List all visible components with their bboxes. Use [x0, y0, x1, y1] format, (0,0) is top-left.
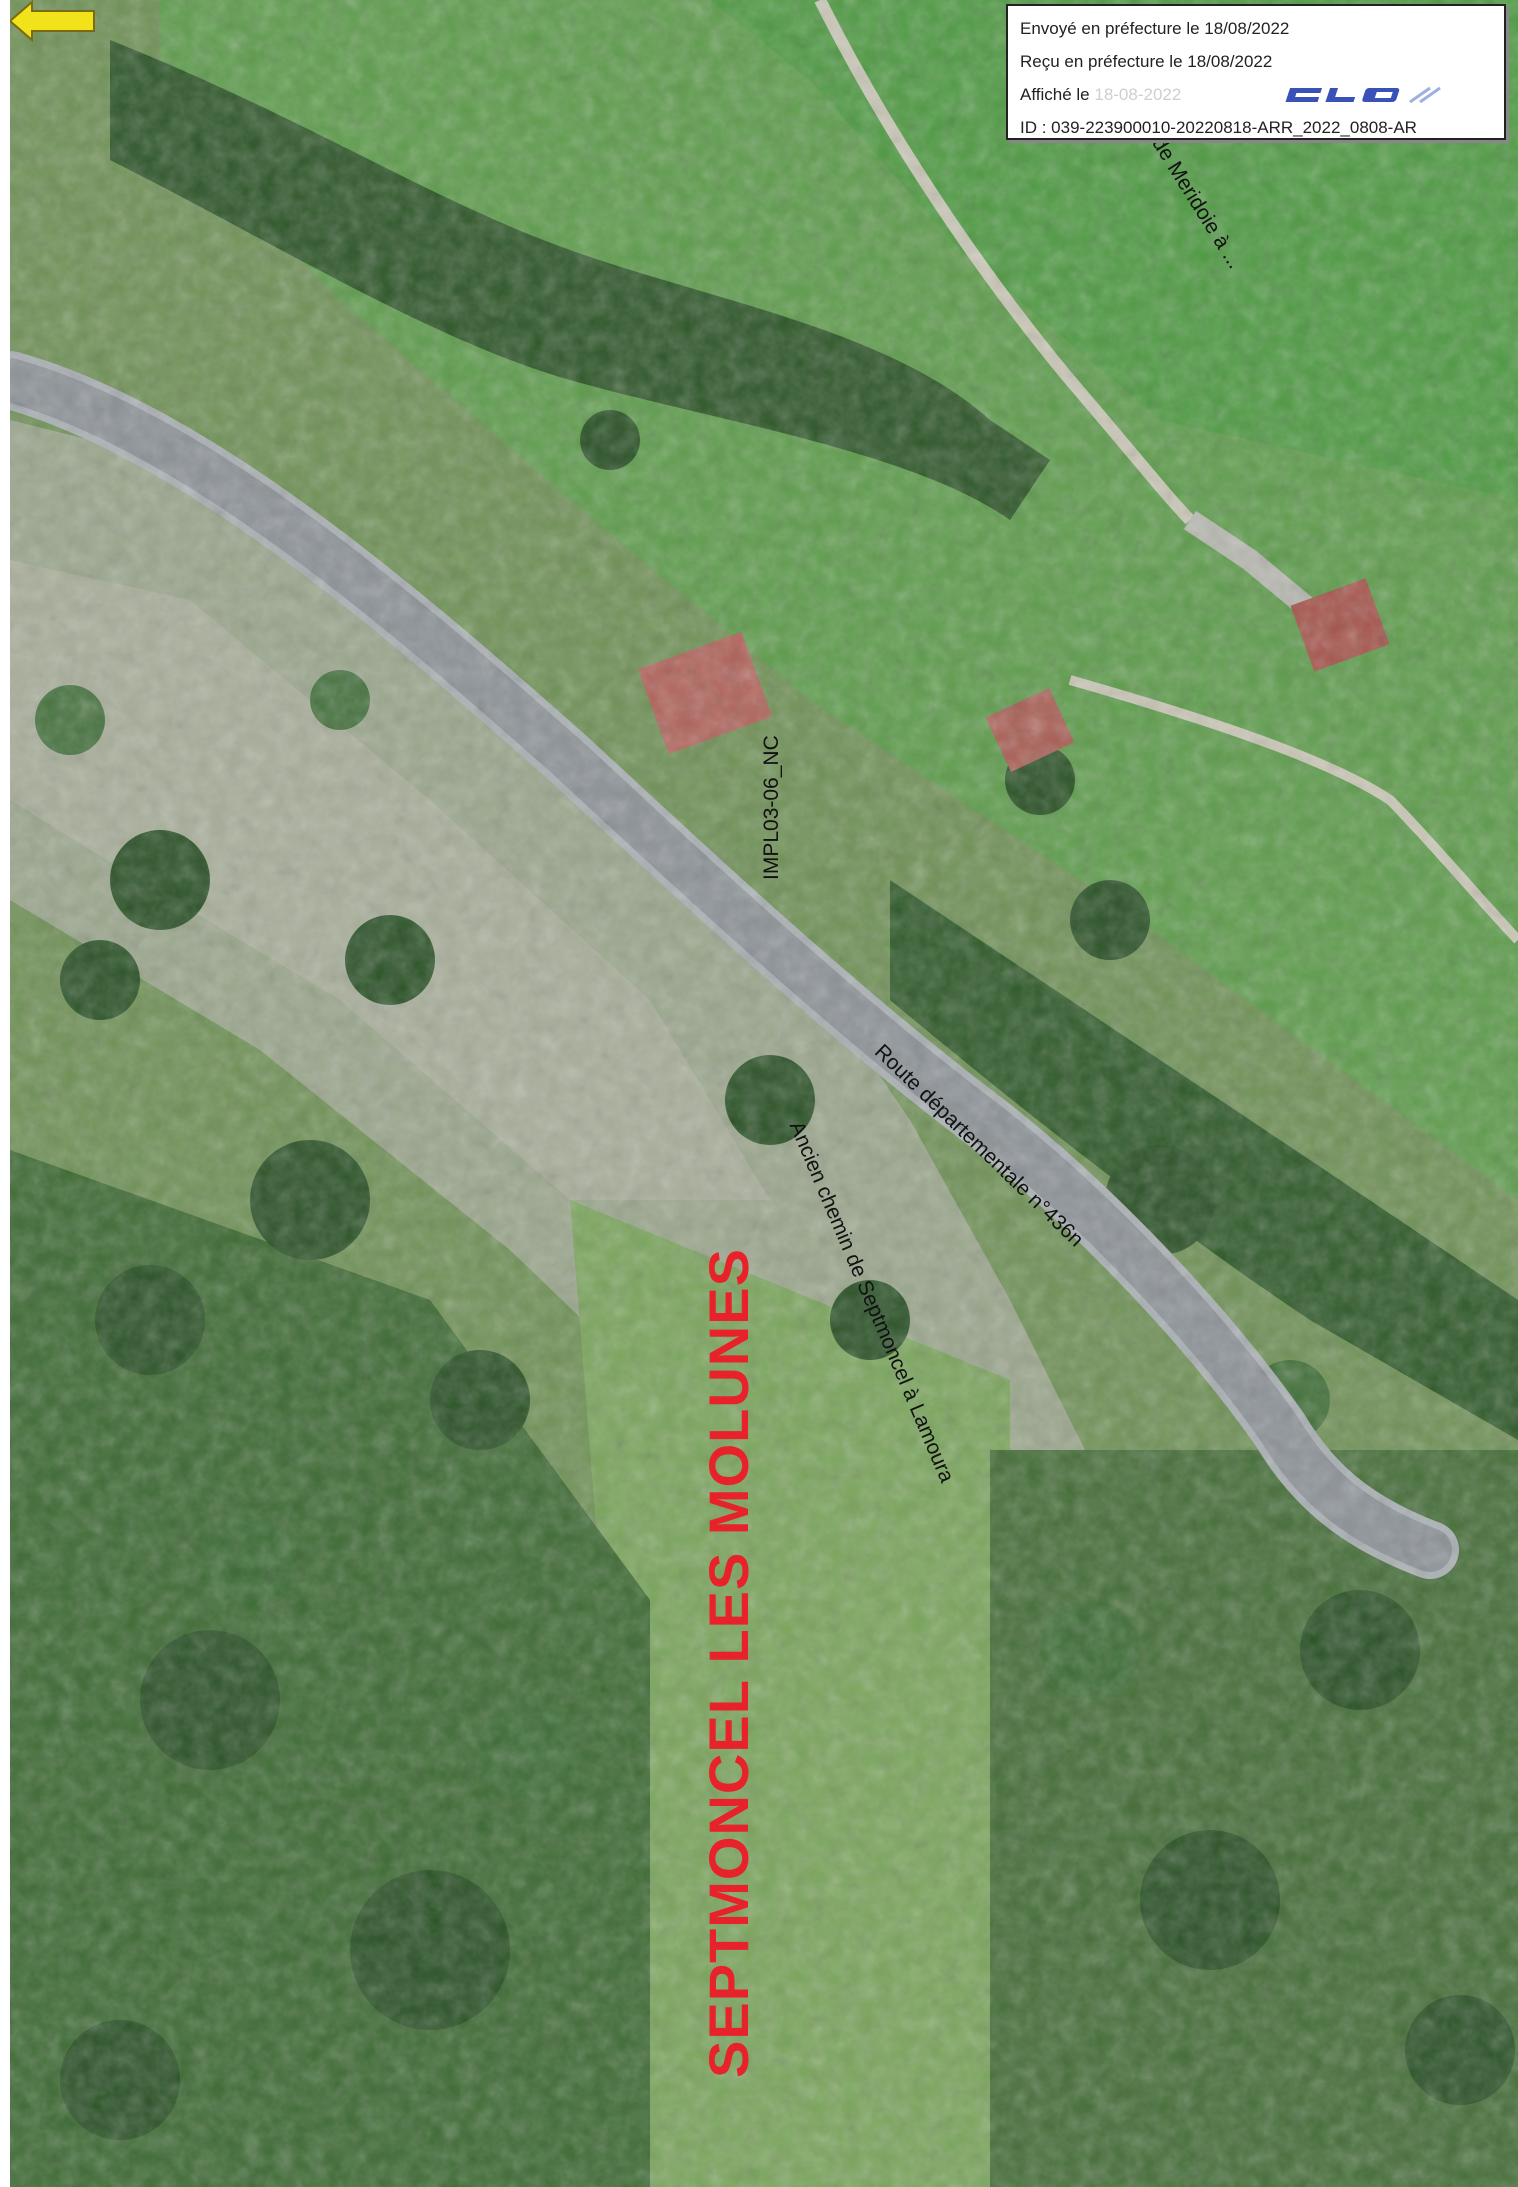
stamp-posted-label: Affiché le	[1020, 85, 1090, 104]
commune-label: SEPTMONCEL LES MOLUNES	[697, 1248, 760, 2078]
stamp-id-line: ID : 039-223900010-20220818-ARR_2022_080…	[1020, 118, 1417, 137]
stamp-posted-date: 18-08-2022	[1094, 85, 1182, 104]
stamp-posted-line: Affiché le 18-08-2022	[1020, 78, 1504, 111]
stamp-received-line: Reçu en préfecture le 18/08/2022	[1020, 52, 1273, 71]
stamp-sent-line: Envoyé en préfecture le 18/08/2022	[1020, 19, 1290, 38]
slo-logo-icon	[1285, 86, 1441, 104]
implantation-label: IMPL03-06_NC	[760, 735, 783, 880]
aerial-imagery	[10, 0, 1518, 2187]
yellow-arrow-icon	[10, 0, 95, 42]
aerial-map: Chemin rural de Meridoie à ... IMPL03-06…	[10, 0, 1518, 2187]
prefecture-stamp: Envoyé en préfecture le 18/08/2022 Reçu …	[1006, 4, 1506, 140]
